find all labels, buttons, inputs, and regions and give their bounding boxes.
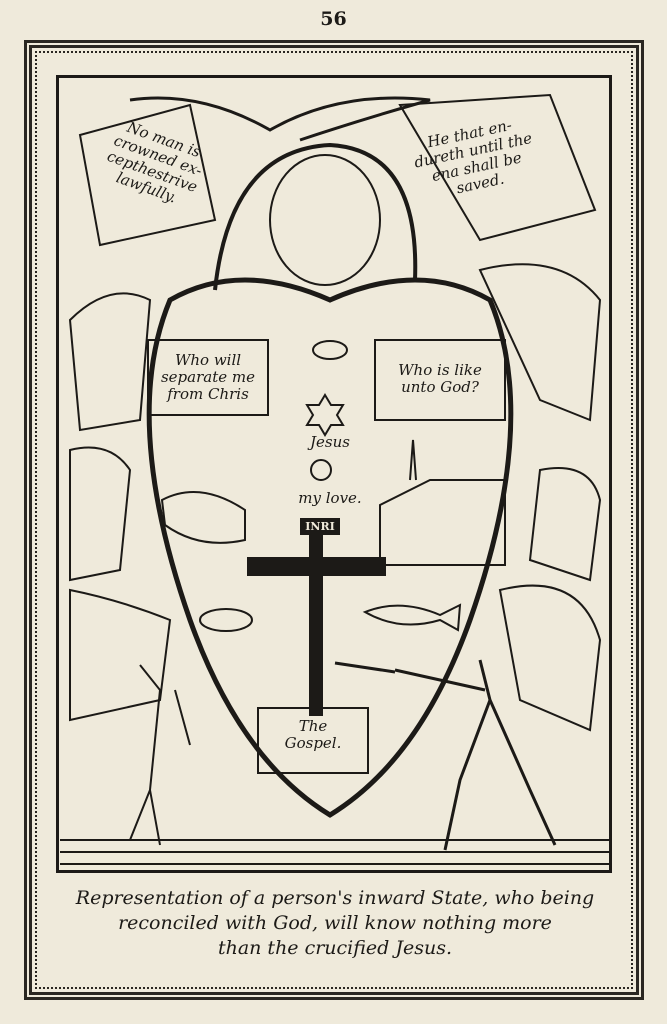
gospel-scroll <box>257 707 369 774</box>
heart-left-scroll <box>147 339 269 416</box>
heart-right-scroll <box>374 339 506 421</box>
hair <box>213 142 418 291</box>
angel-wings <box>129 96 431 142</box>
man-with-sword <box>334 659 557 851</box>
left-scroll <box>78 103 217 247</box>
man-with-cup <box>129 664 191 846</box>
gospel-text: The Gospel. <box>284 717 342 752</box>
my-love-label: my love. <box>298 489 362 507</box>
caption: Representation of a person's inward Stat… <box>40 886 630 961</box>
caption-line-1: Representation of a person's inward Stat… <box>75 887 595 909</box>
coin <box>310 459 332 481</box>
illustration-frame <box>56 75 612 873</box>
right-scroll <box>398 93 597 242</box>
face <box>269 154 381 286</box>
devils-left <box>68 292 172 722</box>
caption-line-2: reconciled with God, will know nothing m… <box>118 912 552 934</box>
page-number: 56 <box>320 8 347 30</box>
church <box>379 439 506 566</box>
bread <box>199 608 253 632</box>
star-icon <box>305 393 345 437</box>
money-bag <box>160 491 246 544</box>
caption-line-3: than the crucified Jesus. <box>217 937 453 959</box>
devils-right <box>478 263 602 732</box>
fish <box>362 603 462 632</box>
inri-label: INRI <box>300 518 340 535</box>
decorative-border <box>24 40 644 1000</box>
jesus-label: Jesus <box>310 433 350 451</box>
heart-left-scroll-text: Who will separate me from Chris <box>160 351 255 403</box>
heart-right-scroll-text: Who is like unto God? <box>398 361 482 396</box>
cross <box>247 519 386 716</box>
heart <box>146 277 514 818</box>
ground <box>60 839 610 865</box>
eye-icon <box>312 340 348 360</box>
